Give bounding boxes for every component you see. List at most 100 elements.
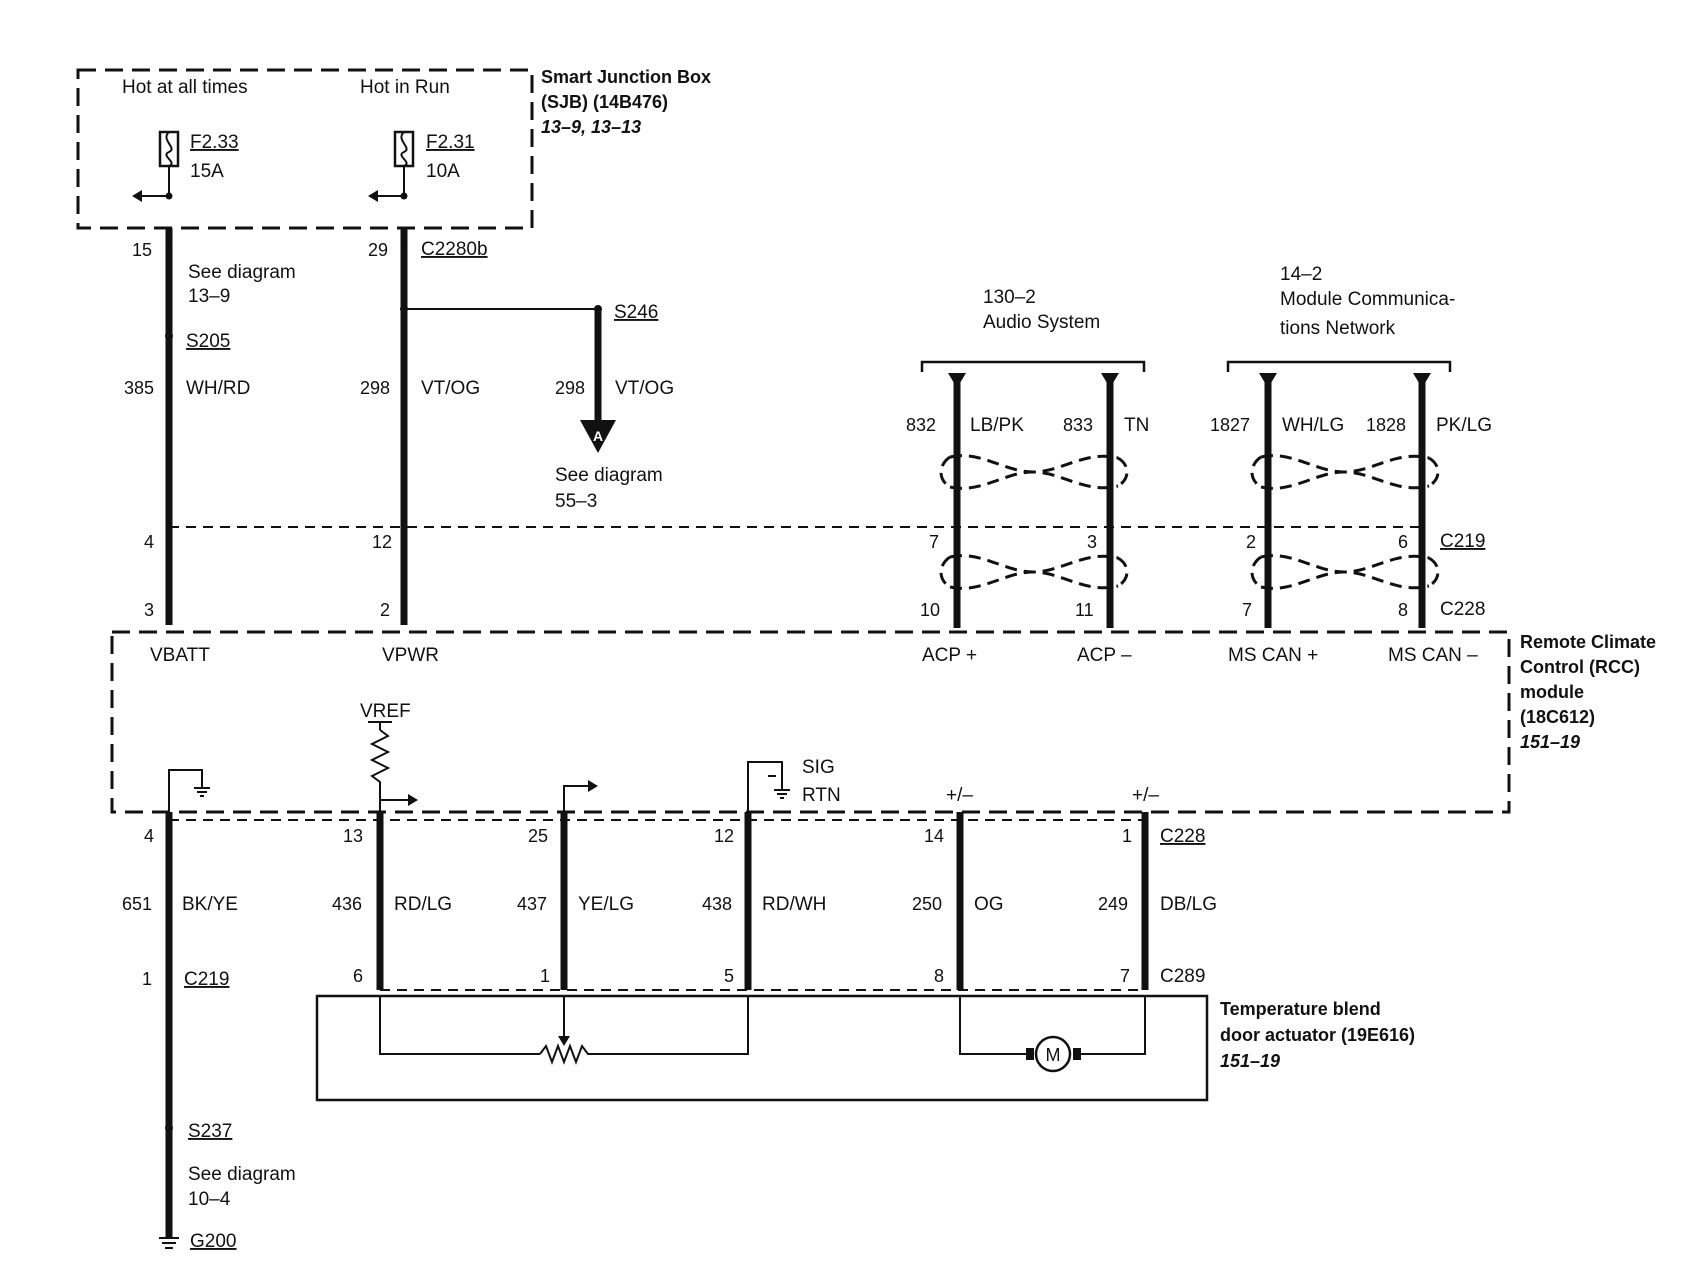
motor-label: M [1046,1045,1061,1065]
splice-s205: S205 [186,331,230,352]
twisted-pair-icon [1250,454,1440,490]
rcc-pin-12: 12 [714,826,734,846]
rcc-name-c: module [1520,682,1584,702]
color-438: RD/WH [762,894,826,915]
fuse-icon [132,130,180,202]
connector-c228-upper: C228 [1440,599,1485,620]
circuit-833: 833 [1063,415,1093,435]
see-diagram-13-9: See diagram [188,262,296,283]
see-diagram-13-9-ref: 13–9 [188,286,230,307]
ground-icon [194,787,210,797]
actuator-boundary [315,994,1209,1102]
twisted-pair-icon [1250,554,1440,590]
fuse-f2-31-rating: 10A [426,161,460,182]
connector-c219: C219 [1440,531,1485,552]
rcc-pin-25: 25 [528,826,548,846]
sjb-id: (SJB) (14B476) [541,92,668,112]
lower-wiring: 4 13 25 12 14 1 C228 651 BK/YE 436 RD/LG… [122,812,1217,1252]
color-832: LB/PK [970,415,1024,436]
circuit-298: 298 [360,378,390,398]
inline-connectors: 4 12 7 3 2 6 C219 3 2 10 11 7 8 C228 [144,526,1485,620]
ground-icon [774,789,790,799]
actuator-pin-8: 8 [934,966,944,986]
splice-s237: S237 [188,1121,232,1142]
arrow-down-icon [1413,373,1431,388]
connector-a-arrow-icon [580,420,616,453]
temperature-blend-door-actuator: M Temperature blend door actuator (19E61… [315,994,1415,1102]
c219-pin-12: 12 [372,532,392,552]
color-1828: PK/LG [1436,415,1492,436]
c228-pin-7: 7 [1242,600,1252,620]
connector-c228-lower: C228 [1160,826,1205,847]
arrow-right-icon [408,794,418,806]
fuse-f2-31-name: F2.31 [426,132,475,153]
color-437: YE/LG [578,894,634,915]
circuit-250: 250 [912,894,942,914]
pin-ms-can-plus: MS CAN + [1228,645,1318,666]
ground-g200: G200 [190,1231,236,1252]
color-436: RD/LG [394,894,452,915]
arrow-left-icon [368,190,378,202]
circuit-437: 437 [517,894,547,914]
connector-c2280b: C2280b [421,239,488,260]
circuit-436: 436 [332,894,362,914]
circuit-438: 438 [702,894,732,914]
audio-name: Audio System [983,312,1100,333]
sjb-boundary [76,68,534,230]
color-249: DB/LG [1160,894,1217,915]
actuator-name-b: door actuator (19E616) [1220,1025,1415,1045]
rcc-ref: 151–19 [1520,732,1580,752]
arrow-down-icon [1259,373,1277,388]
arrow-left-icon [132,190,142,202]
rcc-pin-14: 14 [924,826,944,846]
sig-label: SIG [802,757,835,778]
rcc-pin-4: 4 [144,826,154,846]
c219-pin-4: 4 [144,532,154,552]
resistor-icon [369,729,391,812]
connector-c289: C289 [1160,966,1205,987]
upper-wiring: A 15 29 C2280b See diagram 13–9 S205 S24… [124,228,674,625]
circuit-1827: 1827 [1210,415,1250,435]
rcc-id: (18C612) [1520,707,1595,727]
hot-in-run-label: Hot in Run [360,77,450,98]
mcn-name-a: Module Communica- [1280,289,1455,310]
c219-pin-3: 3 [1087,532,1097,552]
smart-junction-box: Hot at all times Hot in Run F2.33 15A F2… [76,67,711,230]
vref-label: VREF [360,701,411,722]
wiper-arrow-icon [558,1036,570,1046]
circuit-1828: 1828 [1366,415,1406,435]
pin-ms-can-minus: MS CAN – [1388,645,1478,666]
motor-icon [1034,1035,1072,1073]
fuse-icon [368,130,415,202]
see-diagram-10-4: See diagram [188,1164,296,1185]
pin-15: 15 [132,240,152,260]
c228-pin-8: 8 [1398,600,1408,620]
circuit-298-branch: 298 [555,378,585,398]
rcc-name-b: Control (RCC) [1520,657,1640,677]
pin-vpwr: VPWR [382,645,439,666]
see-diagram-10-4-ref: 10–4 [188,1189,231,1210]
actuator-pin-5: 5 [724,966,734,986]
rtn-label: RTN [802,785,841,806]
internal-ground-wire [168,769,203,812]
actuator-ref: 151–19 [1220,1051,1280,1071]
twisted-pair-icon [939,454,1129,490]
c219-pin-2: 2 [1246,532,1256,552]
color-833: TN [1124,415,1149,436]
hot-at-all-times-label: Hot at all times [122,77,248,98]
ground-icon [159,1237,179,1249]
sjb-ref: 13–9, 13–13 [541,117,641,137]
actuator-pin-7: 7 [1120,966,1130,986]
circuit-249: 249 [1098,894,1128,914]
color-250: OG [974,894,1004,915]
mcn-name-b: tions Network [1280,318,1396,339]
potentiometer-wire [379,996,540,1055]
color-298-branch: VT/OG [615,378,674,399]
actuator-name-a: Temperature blend [1220,999,1381,1019]
c228-pin-10: 10 [920,600,940,620]
twisted-pair-icon [939,554,1129,590]
rcc-module: VBATT VPWR ACP + ACP – MS CAN + MS CAN –… [110,630,1656,814]
c228-pin-2: 2 [380,600,390,620]
audio-ref: 130–2 [983,287,1036,308]
see-diagram-55-3: See diagram [555,465,663,486]
